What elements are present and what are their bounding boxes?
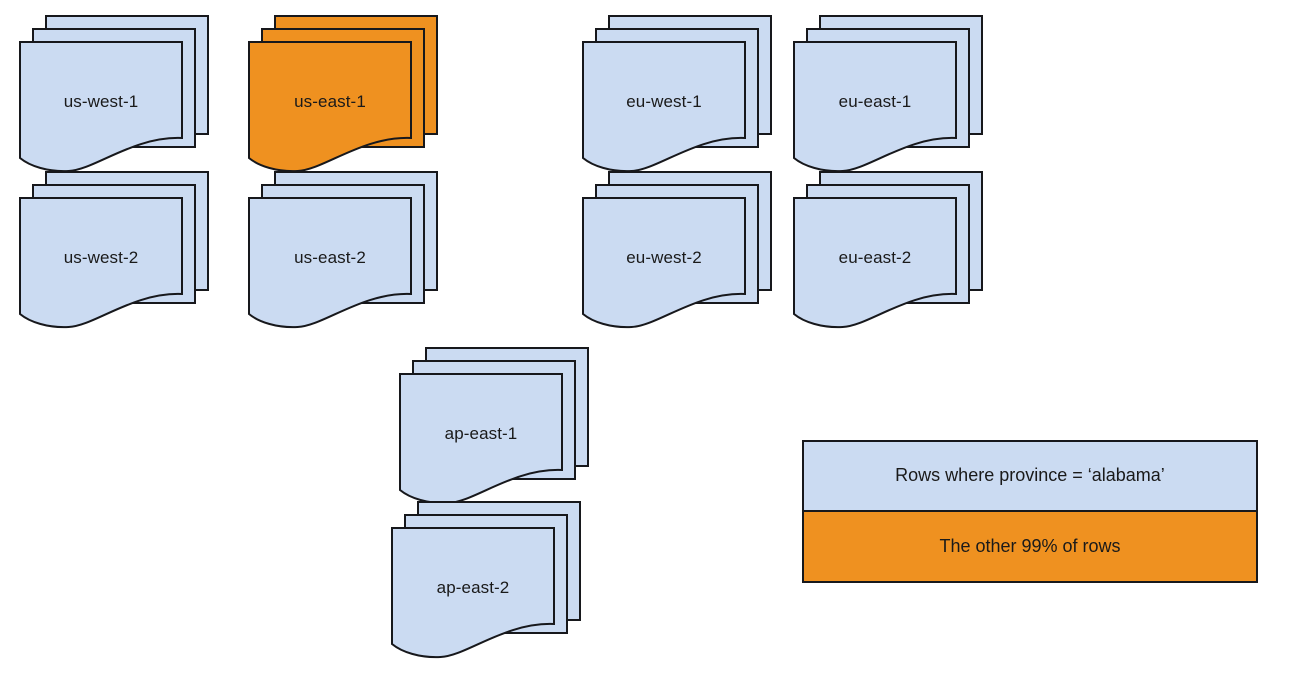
stack-sheets-us-west-1: [19, 15, 209, 173]
region-stack-us-west-1[interactable]: us-west-1: [19, 15, 235, 176]
legend-label-legend-orange: The other 99% of rows: [939, 535, 1121, 556]
stack-sheets-ap-east-2: [391, 501, 581, 659]
region-stack-us-west-2[interactable]: us-west-2: [19, 171, 235, 332]
stack-sheet-front: [19, 197, 183, 329]
stack-sheets-us-west-2: [19, 171, 209, 329]
stack-sheets-ap-east-1: [399, 347, 589, 505]
region-stack-eu-east-1[interactable]: eu-east-1: [793, 15, 1009, 176]
stack-sheets-eu-east-2: [793, 171, 983, 329]
legend: Rows where province = ‘alabama’ The other…: [802, 440, 1258, 583]
region-stack-ap-east-1[interactable]: ap-east-1: [399, 347, 615, 508]
stack-sheets-us-east-2: [248, 171, 438, 329]
stack-sheet-front: [391, 527, 555, 659]
stack-sheets-eu-west-2: [582, 171, 772, 329]
region-stack-us-east-2[interactable]: us-east-2: [248, 171, 464, 332]
stack-sheet-front: [19, 41, 183, 173]
stack-sheet-front: [582, 41, 746, 173]
region-stack-us-east-1[interactable]: us-east-1: [248, 15, 464, 176]
stack-sheets-us-east-1: [248, 15, 438, 173]
region-stack-ap-east-2[interactable]: ap-east-2: [391, 501, 607, 662]
region-stack-eu-east-2[interactable]: eu-east-2: [793, 171, 1009, 332]
region-stack-eu-west-1[interactable]: eu-west-1: [582, 15, 798, 176]
stack-sheet-front: [399, 373, 563, 505]
stack-sheet-front: [582, 197, 746, 329]
legend-row-legend-orange: The other 99% of rows: [804, 511, 1256, 581]
legend-row-legend-blue: Rows where province = ‘alabama’: [804, 442, 1256, 512]
stack-sheets-eu-west-1: [582, 15, 772, 173]
stack-sheet-front: [248, 197, 412, 329]
stack-sheets-eu-east-1: [793, 15, 983, 173]
stack-sheet-front: [248, 41, 412, 173]
legend-label-legend-blue: Rows where province = ‘alabama’: [895, 465, 1165, 486]
stack-sheet-front: [793, 197, 957, 329]
region-stack-eu-west-2[interactable]: eu-west-2: [582, 171, 798, 332]
stack-sheet-front: [793, 41, 957, 173]
